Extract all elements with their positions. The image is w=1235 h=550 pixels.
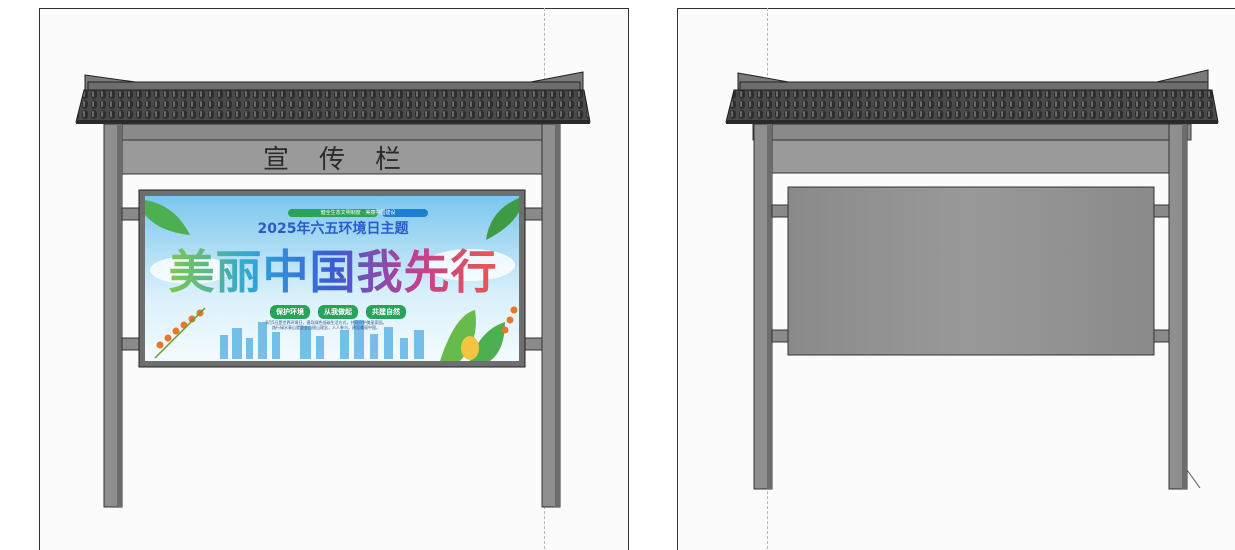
left-roof-ridge — [87, 81, 581, 91]
poster-subtitle: 2025年六五环境日主题 — [257, 221, 409, 237]
poster-top-badge: 健全生态文明制度 · 美丽中国建设 — [320, 210, 396, 216]
roof-tiles-icon — [725, 89, 1219, 123]
right-header-board — [770, 139, 1170, 174]
roof-tiles-icon — [75, 89, 591, 123]
left-header-board — [121, 139, 543, 175]
poster-body-line-2: 践行绿水青山就是金山银山理念，人人参与，建设美丽中国。 — [272, 325, 380, 330]
grain-stalk-icon — [154, 306, 518, 359]
city-skyline-icon — [220, 320, 424, 359]
left-header-title: 宣 传 栏 — [122, 140, 542, 175]
right-billboard — [725, 69, 1219, 490]
header-char-3: 栏 — [375, 144, 402, 175]
poster-headline-text: 美丽中国我先行 — [168, 245, 498, 299]
right-blank-board — [787, 186, 1155, 356]
header-char-1: 宣 — [262, 144, 289, 175]
left-billboard — [75, 71, 591, 508]
poster-tag-1: 保护环境 — [270, 305, 310, 319]
leaf-icon — [145, 198, 519, 361]
poster-body-text: 6月5日是世界环境日，倡导绿色低碳生活方式，共同守护美丽家园。 践行绿水青山就是… — [236, 320, 416, 330]
poster-tag-3: 共建自然 — [366, 305, 406, 319]
poster-headline: 美丽中国我先行 — [146, 236, 520, 302]
poster-body-line-1: 6月5日是世界环境日，倡导绿色低碳生活方式，共同守护美丽家园。 — [265, 320, 387, 325]
header-char-2: 传 — [318, 144, 345, 175]
poster-tags: 保护环境 从我做起 共建自然 — [270, 305, 406, 319]
poster-tag-2: 从我做起 — [318, 305, 358, 319]
